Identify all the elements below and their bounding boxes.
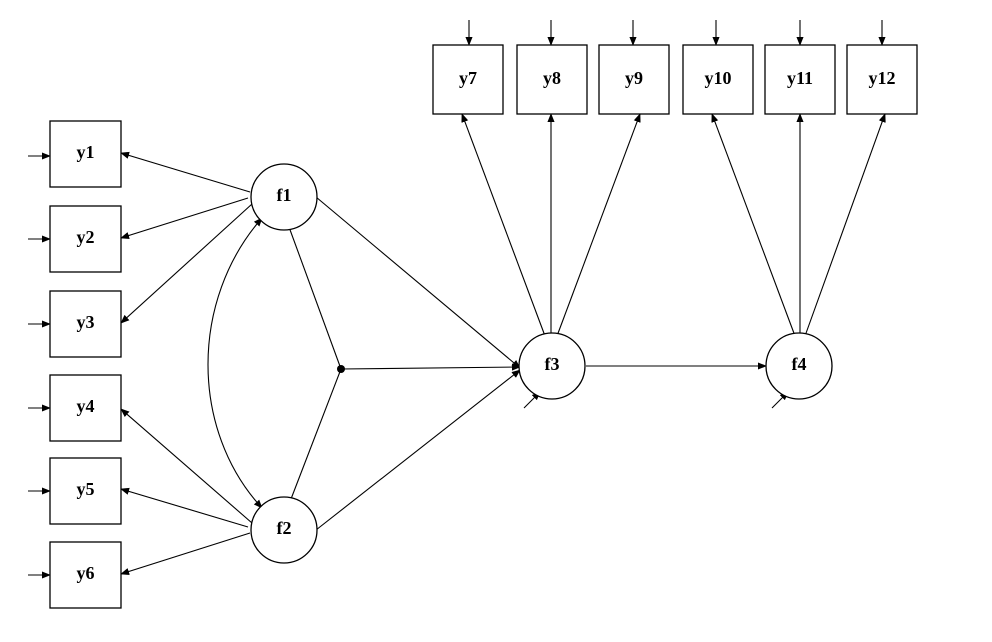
node-y10: y10 [682,44,754,115]
node-label-y12: y12 [869,68,896,88]
loading-f2-y5 [120,487,249,528]
node-label-y2: y2 [77,227,95,247]
loading-f1-y3 [120,203,253,324]
path-interaction-f3 [340,363,521,371]
node-label-y7: y7 [459,68,477,88]
node-label-y8: y8 [543,68,561,88]
loading-f2-y6 [120,532,251,575]
path-f2-f3 [315,369,521,531]
node-y2: y2 [49,205,122,273]
covariance-f1-f2 [207,217,263,509]
node-y6: y6 [49,541,122,609]
node-label-f2: f2 [277,518,292,538]
node-y5: y5 [49,457,122,525]
interaction-f1-line [288,226,342,370]
latent-variables: f1 f2 f3 f4 [250,163,833,564]
node-y4: y4 [49,374,122,442]
node-f2: f2 [250,496,318,564]
loading-f4-y10 [711,113,796,337]
node-y12: y12 [846,44,918,115]
node-f4: f4 [765,332,833,400]
node-f3: f3 [518,332,586,400]
interaction-f2-line [290,368,342,500]
node-label-y6: y6 [77,563,95,583]
node-y8: y8 [516,44,588,115]
node-y3: y3 [49,290,122,358]
observed-variables: y1 y2 y3 y4 y5 y6 y7 y8 [49,44,918,609]
node-y7: y7 [432,44,504,115]
node-label-y1: y1 [77,142,95,162]
node-label-y9: y9 [625,68,643,88]
node-label-f4: f4 [792,354,807,374]
node-y9: y9 [598,44,670,115]
edges [28,20,886,579]
node-label-y11: y11 [787,68,813,88]
node-label-f3: f3 [545,354,560,374]
loading-f1-y2 [120,197,249,240]
node-label-y10: y10 [705,68,732,88]
loading-f4-y12 [804,113,886,337]
node-y1: y1 [49,120,122,188]
node-y11: y11 [764,44,836,115]
node-label-f1: f1 [277,185,292,205]
loading-f3-y7 [461,113,546,337]
loading-f1-y1 [120,151,251,193]
node-label-y5: y5 [77,479,95,499]
node-f1: f1 [250,163,318,231]
node-label-y3: y3 [77,312,95,332]
loading-f3-y9 [556,113,641,337]
loading-f2-y4 [120,408,253,524]
path-f1-f3 [315,196,521,369]
node-label-y4: y4 [77,396,95,416]
